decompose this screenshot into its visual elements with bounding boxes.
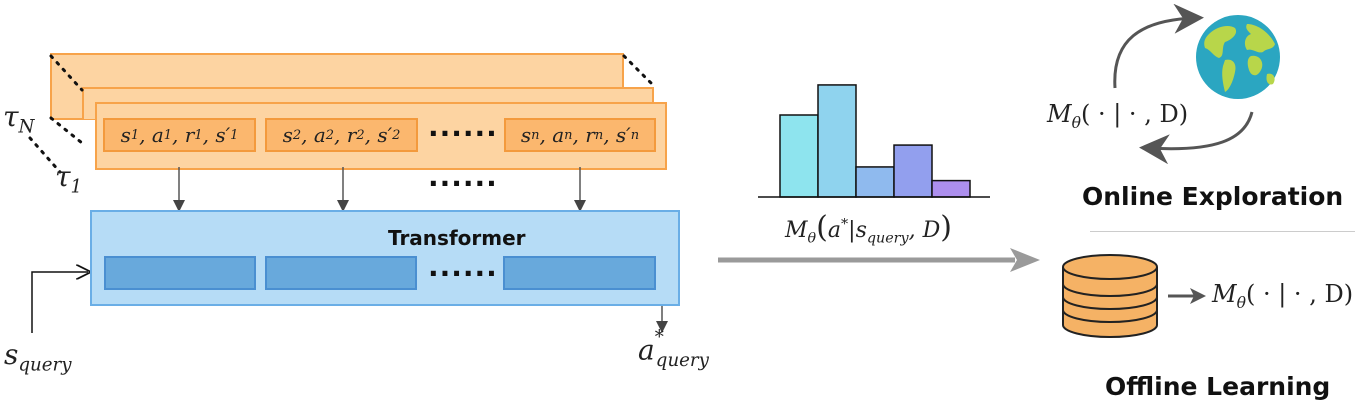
- distribution-label: Mθ(a*|squery, D): [785, 210, 952, 247]
- embedding-1: [104, 256, 256, 290]
- histogram-bar-a4: [893, 144, 933, 198]
- loop-arrow-up: [1113, 3, 1204, 89]
- offline-learning-title: Offline Learning: [1105, 372, 1331, 401]
- tau-N-sub: N: [18, 116, 35, 138]
- tau-1-sub: 1: [70, 176, 83, 198]
- loop-arrow-down: [1139, 111, 1254, 165]
- main-flow-arrow: [718, 248, 1040, 272]
- offline-model-label: Mθ( · | · , D): [1212, 280, 1354, 312]
- online-exploration-title: Online Exploration: [1082, 182, 1344, 211]
- token-arrows: [31, 167, 668, 333]
- histogram-bar-a5: [931, 179, 971, 198]
- online-model-label: Mθ( · | · , D): [1047, 100, 1189, 132]
- tau-N-label: τN: [3, 100, 34, 138]
- query-input-arrow: [31, 272, 88, 333]
- embedding-2: [265, 256, 417, 290]
- embedding-ellipsis: ......: [428, 250, 498, 283]
- histogram-bar-a1: [779, 114, 819, 198]
- offline-arrow: [1168, 288, 1206, 304]
- perspective-dots: [28, 54, 656, 174]
- online-loop-arrows: [1113, 3, 1254, 165]
- embedding-n: [503, 256, 656, 290]
- tau-1-symbol: τ: [55, 160, 71, 193]
- query-state-label: squery: [4, 338, 72, 376]
- query-action-label: a*query: [638, 327, 709, 371]
- database-icon: [1062, 254, 1158, 338]
- histogram-bar-a2: [817, 84, 857, 198]
- tau-N-symbol: τ: [3, 100, 19, 133]
- section-divider: [1090, 231, 1355, 232]
- histogram-bar-a3: [855, 166, 895, 198]
- globe-icon: [1196, 15, 1280, 99]
- tau-1-label: τ1: [55, 160, 82, 198]
- action-distribution-chart: [758, 84, 990, 198]
- transformer-title: Transformer: [388, 226, 526, 250]
